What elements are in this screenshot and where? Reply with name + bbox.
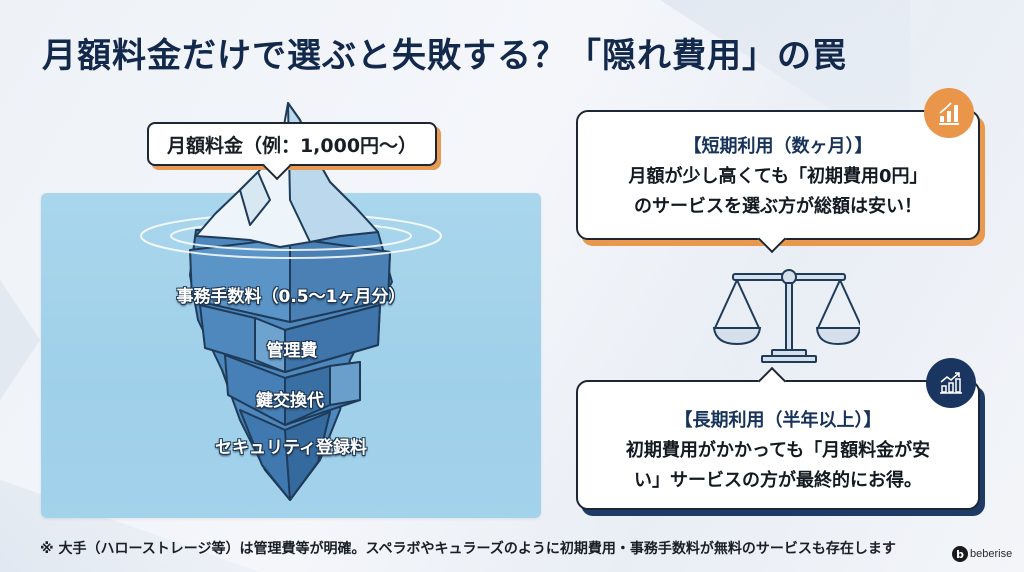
background-facet — [0, 280, 40, 400]
short-term-body-line2: のサービスを選ぶ方が総額は安い！ — [634, 196, 922, 217]
page-title: 月額料金だけで選ぶと失敗する？「隠れ費用」の罠 — [42, 36, 847, 76]
short-term-body-line1: 月額が少し高くても「初期費用0円」 — [628, 166, 928, 187]
hidden-cost-admin-fee: 事務手数料（0.5〜1ヶ月分） — [176, 287, 406, 307]
brand-name: beberise — [970, 548, 1013, 560]
long-term-heading: 【長期利用（半年以上）】 — [674, 410, 882, 431]
long-term-body-line1: 初期費用がかかっても「月額料金が安 — [625, 440, 931, 461]
monthly-fee-label: 月額料金（例：1,000円〜） — [166, 134, 418, 157]
hidden-cost-security-registration: セキュリティ登録料 — [215, 438, 367, 458]
short-term-heading: 【短期利用（数ヶ月）】 — [683, 136, 873, 157]
footnote: ※ 大手（ハローストレージ等）は管理費等が明確。スペラボやキュラーズのように初期… — [40, 541, 896, 557]
bar-chart-up-icon — [924, 88, 974, 138]
brand-logo-icon: b — [952, 546, 968, 562]
long-term-body-line2: い」サービスの方が最終的にお得。 — [634, 470, 922, 491]
long-term-callout: 【長期利用（半年以上）】 初期費用がかかっても「月額料金が安 い」サービスの方が… — [576, 380, 980, 510]
hidden-cost-management-fee: 管理費 — [266, 341, 318, 361]
hidden-cost-key-exchange: 鍵交換代 — [256, 391, 324, 411]
brand-logo: b beberise — [952, 546, 1012, 562]
trend-chart-icon — [926, 358, 976, 408]
monthly-fee-callout: 月額料金（例：1,000円〜） — [147, 122, 437, 166]
short-term-callout: 【短期利用（数ヶ月）】 月額が少し高くても「初期費用0円」 のサービスを選ぶ方が… — [576, 110, 980, 240]
balance-scale-icon — [712, 269, 860, 363]
